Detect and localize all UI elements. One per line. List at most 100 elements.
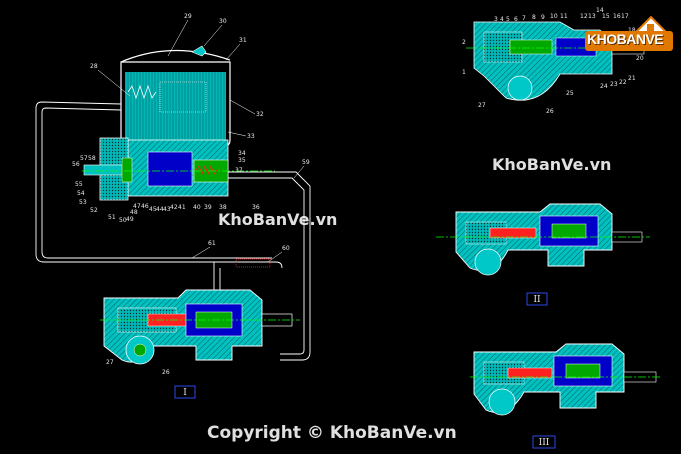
callout-47: 47: [133, 203, 141, 210]
callout-r20: 20: [636, 55, 644, 62]
callout-61: 61: [208, 240, 216, 247]
sector-gear-top: [507, 75, 533, 101]
state-label-3-text: III: [539, 438, 550, 448]
callout-r8: 8: [532, 14, 536, 21]
reservoir-filter: [159, 81, 207, 113]
callout-33: 33: [247, 133, 255, 140]
callout-r9: 9: [541, 14, 545, 21]
callout-30: 30: [219, 18, 227, 25]
callout-40: 40: [193, 204, 201, 211]
hydraulic-lines: [35, 101, 311, 361]
callout-52: 52: [90, 207, 98, 214]
callout-34: 34: [238, 150, 246, 157]
state-label-1-text: I: [183, 388, 187, 398]
reservoir-spring: [127, 84, 157, 100]
sector-gear-hub-1: [133, 343, 147, 357]
callout-r18: 18: [628, 27, 636, 34]
callout-38: 38: [219, 204, 227, 211]
callout-r13: 13: [588, 13, 596, 20]
reservoir-lid: [120, 49, 231, 63]
gear-valve-core-3: [565, 363, 601, 379]
callout-r16: 16: [613, 13, 621, 20]
callout-r7: 7: [522, 15, 526, 22]
logo-text: KHOBANVE: [587, 31, 664, 47]
steering-gear-state-3: [470, 343, 660, 416]
callout-r21: 21: [628, 75, 636, 82]
watermark-copyright: Copyright © KhoBanVe.vn: [207, 423, 457, 443]
callout-26: 26: [162, 369, 170, 376]
gear-valve-core-2: [551, 223, 587, 239]
state-label-3: III: [532, 435, 556, 449]
state-label-2: II: [526, 292, 548, 306]
callout-51: 51: [108, 214, 116, 221]
callout-43: 43: [163, 206, 171, 213]
callout-57: 57: [80, 155, 88, 162]
return-line-inner: [41, 107, 272, 259]
house-logo-icon: [585, 15, 673, 51]
callout-28: 28: [90, 63, 98, 70]
callout-r24: 24: [600, 83, 608, 90]
sector-gear-2: [474, 248, 502, 276]
callout-58: 58: [88, 155, 96, 162]
callout-46: 46: [141, 203, 149, 210]
gear-rack-3: [507, 367, 553, 379]
callout-r23: 23: [610, 81, 618, 88]
callout-r15: 15: [602, 13, 610, 20]
callout-r6: 6: [514, 16, 518, 23]
state-label-1: I: [174, 385, 196, 399]
callout-45: 45: [149, 206, 157, 213]
callout-44: 44: [156, 206, 164, 213]
steering-gear-state-1: [100, 289, 300, 365]
callouts-left: 29 30 31 28 32 33 34 35 37 59 60 61 36 3…: [72, 13, 310, 376]
callout-r22: 22: [619, 79, 627, 86]
callout-r2: 2: [462, 39, 466, 46]
hose-coupling: [235, 258, 271, 268]
callouts-right: 3 4 5 6 7 8 9 10 11 12 13 14 15 16 17 18…: [462, 7, 644, 115]
pump-rotor: [147, 151, 193, 187]
return-line-outer: [35, 101, 283, 269]
callout-r3: 3: [494, 16, 498, 23]
pressure-line-outer: [228, 171, 311, 361]
callout-60: 60: [282, 245, 290, 252]
callout-r5: 5: [506, 16, 510, 23]
leader-lines: [97, 19, 305, 263]
callout-29: 29: [184, 13, 192, 20]
callout-39: 39: [204, 204, 212, 211]
callout-53: 53: [79, 199, 87, 206]
callout-49: 49: [126, 216, 134, 223]
callout-r27: 27: [478, 102, 486, 109]
callout-41: 41: [178, 204, 186, 211]
callout-54: 54: [77, 190, 85, 197]
gear-rack-top: [509, 39, 553, 55]
callout-r14: 14: [596, 7, 604, 14]
callout-32: 32: [256, 111, 264, 118]
callout-56: 56: [72, 161, 80, 168]
callout-31: 31: [239, 37, 247, 44]
callout-r11: 11: [560, 13, 568, 20]
callout-59: 59: [302, 159, 310, 166]
steering-gear-state-2: [436, 203, 650, 276]
callout-r26: 26: [546, 108, 554, 115]
callout-r12: 12: [580, 13, 588, 20]
sector-gear-3: [488, 388, 516, 416]
pump-assembly: [82, 137, 275, 201]
state-label-2-text: II: [533, 295, 541, 305]
watermark-mid: KhoBanVe.vn: [218, 210, 337, 229]
callout-r25: 25: [566, 90, 574, 97]
pressure-line-inner: [228, 177, 305, 355]
gear-rack-2: [489, 227, 537, 239]
callout-27: 27: [106, 359, 114, 366]
reservoir-cap: [191, 45, 207, 57]
callout-r10: 10: [550, 13, 558, 20]
watermark-right: KhoBanVe.vn: [492, 155, 611, 174]
reservoir-fluid: [125, 72, 226, 142]
pump-shaft-ring: [121, 157, 133, 183]
callout-42: 42: [170, 204, 178, 211]
callout-r17: 17: [621, 13, 629, 20]
callout-50: 50: [119, 217, 127, 224]
callout-55: 55: [75, 181, 83, 188]
callout-r4: 4: [500, 16, 504, 23]
callout-48: 48: [130, 209, 138, 216]
reservoir-assembly: [120, 45, 231, 147]
